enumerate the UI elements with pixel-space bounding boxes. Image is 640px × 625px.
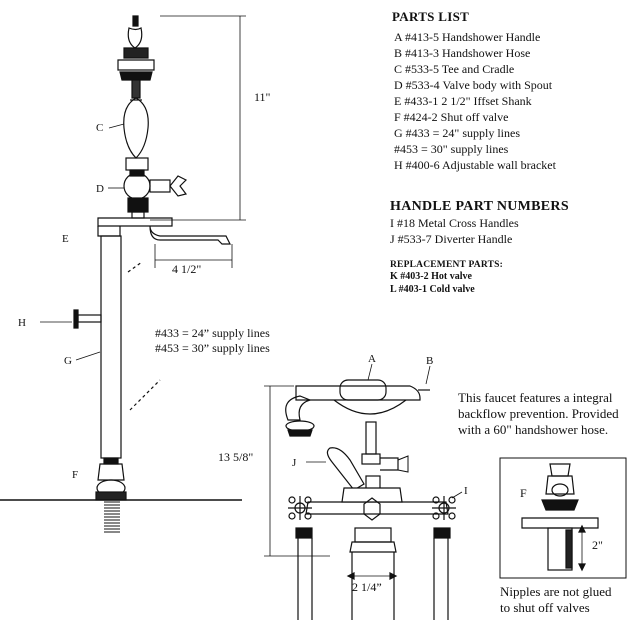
- dim-height-13: 13 5/8": [218, 450, 254, 464]
- label-b: B: [426, 355, 434, 367]
- supply-note-24: #433 = 24” supply lines: [155, 326, 270, 340]
- dim-spout: 4 1/2": [172, 262, 202, 276]
- label-i: I: [464, 485, 468, 497]
- parts-list-item: B #413-3 Handshower Hose: [394, 46, 531, 60]
- feature-note-line: This faucet features a integral: [458, 390, 613, 405]
- parts-list-item: C #533-5 Tee and Cradle: [394, 62, 515, 76]
- parts-list-title: PARTS LIST: [392, 9, 470, 24]
- detail-dim: 2": [592, 538, 603, 552]
- handle-parts-item: I #18 Metal Cross Handles: [390, 216, 519, 230]
- replacement-item: L #403-1 Cold valve: [390, 284, 475, 295]
- parts-list-item: D #533-4 Valve body with Spout: [394, 78, 553, 92]
- parts-list-item: H #400-6 Adjustable wall bracket: [394, 158, 556, 172]
- label-j: J: [292, 457, 297, 469]
- detail-caption-line: Nipples are not glued: [500, 584, 612, 599]
- parts-list-item: #453 = 30" supply lines: [394, 142, 509, 156]
- side-view-drawing: [0, 15, 246, 533]
- front-view-drawing: [264, 363, 463, 620]
- label-g: G: [64, 355, 72, 367]
- supply-note-30: #453 = 30” supply lines: [155, 341, 270, 355]
- parts-list-item: G #433 = 24" supply lines: [394, 126, 520, 140]
- feature-note-line: backflow prevention. Provided: [458, 406, 619, 421]
- detail-caption-line: to shut off valves: [500, 600, 590, 615]
- replacement-item: K #403-2 Hot valve: [390, 271, 472, 282]
- detail-label-f: F: [520, 486, 527, 500]
- label-a: A: [368, 353, 376, 365]
- parts-list-item: A #413-5 Handshower Handle: [394, 30, 541, 44]
- feature-note-line: with a 60" handshower hose.: [458, 422, 609, 437]
- dim-height-11: 11": [254, 90, 271, 104]
- replacement-title: REPLACEMENT PARTS:: [390, 260, 503, 270]
- label-h: H: [18, 317, 26, 329]
- label-e: E: [62, 233, 69, 245]
- label-d: D: [96, 183, 104, 195]
- detail-box: [499, 457, 627, 579]
- dim-width: 2 1/4”: [352, 580, 382, 594]
- label-f: F: [72, 469, 79, 481]
- parts-list-item: F #424-2 Shut off valve: [394, 110, 509, 124]
- label-c: C: [96, 122, 104, 134]
- parts-list-item: E #433-1 2 1/2" Iffset Shank: [394, 94, 532, 108]
- handle-parts-title: HANDLE PART NUMBERS: [390, 199, 569, 214]
- handle-parts-item: J #533-7 Diverter Handle: [390, 232, 513, 246]
